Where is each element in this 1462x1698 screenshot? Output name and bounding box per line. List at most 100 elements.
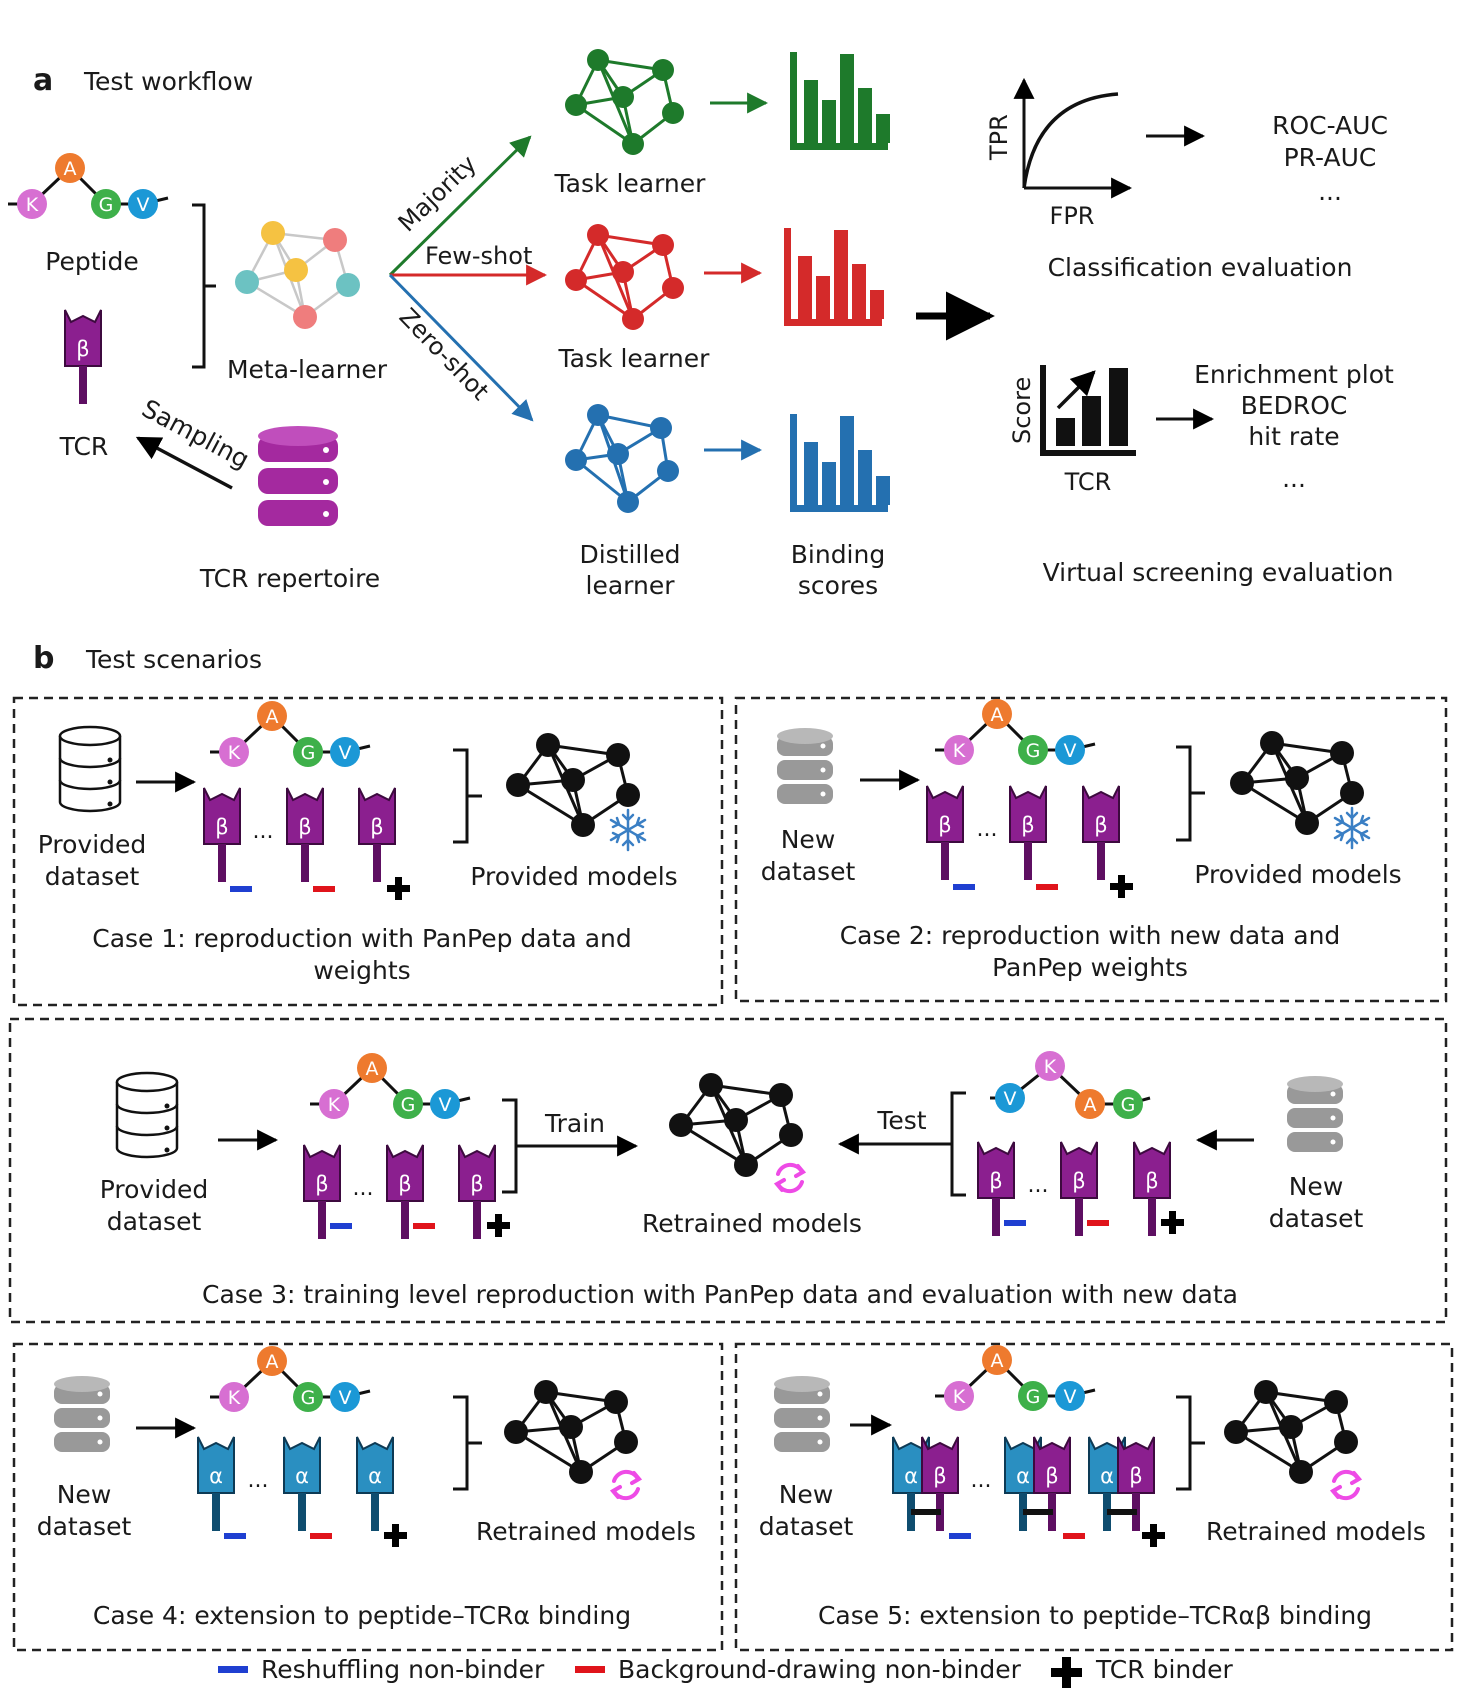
case-2-database-icon xyxy=(777,728,833,804)
roc-metric-2: PR-AUC xyxy=(1284,143,1377,172)
screening-metric-3: hit rate xyxy=(1248,422,1339,451)
case-3-new-line1: New xyxy=(1289,1172,1344,1201)
case-3-provided-line2: dataset xyxy=(107,1207,202,1236)
case-3-test-background-mark xyxy=(1087,1220,1109,1226)
case-3-test-binder-mark xyxy=(1161,1211,1184,1234)
zero-shot-label: Zero-shot xyxy=(394,303,495,406)
case-3-test-bracket xyxy=(950,1091,966,1197)
case-5-retrain-icon xyxy=(1331,1469,1361,1501)
meta-learner-network xyxy=(235,221,360,329)
case-4-caption: Case 4: extension to peptide–TCRα bindin… xyxy=(93,1601,631,1630)
case-1-ellipsis: ... xyxy=(253,819,274,844)
case-1-caption-line1: Case 1: reproduction with PanPep data an… xyxy=(92,924,631,953)
case-3-new-database-icon xyxy=(1287,1076,1343,1152)
few-shot-label: Few-shot xyxy=(425,242,532,270)
case-3-train-bracket xyxy=(502,1098,518,1194)
legend-binder-swatch xyxy=(1051,1657,1082,1688)
distilled-label-2: learner xyxy=(586,571,676,600)
input-bracket xyxy=(192,203,216,369)
task-learner-label-1: Task learner xyxy=(554,169,707,198)
case-3-test-residue-2: K xyxy=(1044,1056,1057,1078)
case-2-box: New dataset ... Provided models Case 2: … xyxy=(734,696,1448,1003)
case-4-peptide-icon xyxy=(208,1344,372,1414)
case-1-model-label: Provided models xyxy=(470,862,677,891)
case-1-tcr-1 xyxy=(203,787,241,883)
case-1-binder-mark xyxy=(387,877,410,900)
case-1-frozen-icon xyxy=(609,808,647,852)
case-3-test-peptide-icon: V K A G xyxy=(990,1051,1151,1119)
case-3-train-binder-mark xyxy=(487,1214,510,1237)
binding-scores-distilled-icon xyxy=(790,414,890,512)
case-3-test-residue-1: V xyxy=(1004,1088,1017,1110)
case-4-dataset-line2: dataset xyxy=(37,1512,132,1541)
case-5-database-icon xyxy=(774,1376,830,1452)
case-1-dataset-line1: Provided xyxy=(38,830,147,859)
case-4-ellipsis: ... xyxy=(248,1468,269,1493)
case-5-caption: Case 5: extension to peptide–TCRαβ bindi… xyxy=(818,1601,1372,1630)
case-1-bracket xyxy=(453,748,482,844)
case-2-binder-mark xyxy=(1110,875,1133,898)
case-1-tcr-3 xyxy=(358,787,396,883)
case-4-network-icon xyxy=(502,1378,640,1486)
screening-caption: Virtual screening evaluation xyxy=(1043,558,1394,587)
panel-a-letter: a xyxy=(33,63,53,98)
case-1-reshuffle-mark xyxy=(230,886,252,892)
case-2-caption-line2: PanPep weights xyxy=(992,953,1188,982)
binding-scores-label-2: scores xyxy=(798,571,878,600)
tcr-repertoire-db-icon xyxy=(258,426,338,526)
task-learner-label-2: Task learner xyxy=(558,344,711,373)
case-3-retrain-icon xyxy=(775,1162,805,1194)
legend-reshuffle-swatch xyxy=(218,1666,248,1673)
case-4-box: New dataset ... Retrained models Case 4:… xyxy=(12,1342,724,1652)
case-3-test-residue-4: G xyxy=(1121,1094,1136,1116)
case-2-tcr-2 xyxy=(1009,785,1047,881)
case-1-dataset-line2: dataset xyxy=(45,862,140,891)
case-5-peptide-icon xyxy=(933,1343,1097,1413)
case-3-test-label: Test xyxy=(876,1106,926,1135)
screening-metric-1: Enrichment plot xyxy=(1194,360,1394,389)
legend-binder-label: TCR binder xyxy=(1095,1655,1233,1684)
case-1-peptide-icon xyxy=(208,699,372,769)
case-5-binder-mark xyxy=(1142,1524,1165,1547)
case-3-caption: Case 3: training level reproduction with… xyxy=(202,1280,1238,1309)
panel-a-title: Test workflow xyxy=(83,67,253,96)
case-2-model-label: Provided models xyxy=(1194,860,1401,889)
case-2-caption-line1: Case 2: reproduction with new data and xyxy=(840,921,1341,950)
roc-metric-3: ... xyxy=(1318,177,1342,206)
case-3-test-reshuffle-mark xyxy=(1004,1220,1026,1226)
case-4-tcr-1 xyxy=(197,1436,235,1532)
meta-learner-label: Meta-learner xyxy=(227,355,388,384)
tcr-icon xyxy=(64,309,102,405)
case-4-dataset-line1: New xyxy=(57,1480,112,1509)
majority-label: Majority xyxy=(393,150,482,237)
case-1-database-icon xyxy=(58,725,122,813)
roc-ylabel: TPR xyxy=(985,114,1013,161)
screening-metric-2: BEDROC xyxy=(1241,391,1348,420)
case-5-tcr-pair-2 xyxy=(1004,1436,1071,1532)
case-2-reshuffle-mark xyxy=(953,884,975,890)
case-3-train-reshuffle-mark xyxy=(330,1223,352,1229)
case-4-tcr-3 xyxy=(356,1436,394,1532)
case-2-dataset-line2: dataset xyxy=(761,857,856,886)
case-4-tcr-2 xyxy=(283,1436,321,1532)
screening-metric-4: ... xyxy=(1282,464,1306,493)
binding-scores-few-shot-icon xyxy=(784,228,884,326)
task-learner-few-shot-network xyxy=(565,224,684,330)
zero-shot-arrow xyxy=(388,273,534,422)
case-3-train-ellipsis: ... xyxy=(353,1176,374,1201)
case-3-test-ellipsis: ... xyxy=(1028,1173,1049,1198)
case-5-tcr-pair-3 xyxy=(1088,1436,1155,1532)
screening-chart-icon xyxy=(1040,365,1136,456)
case-2-peptide-icon xyxy=(933,697,1097,767)
legend-background-label: Background-drawing non-binder xyxy=(618,1655,1022,1684)
case-4-model-label: Retrained models xyxy=(476,1517,696,1546)
case-2-tcr-3 xyxy=(1082,785,1120,881)
sampling-arrow xyxy=(135,436,233,490)
case-4-background-mark xyxy=(310,1533,332,1539)
case-2-tcr-1 xyxy=(926,785,964,881)
case-2-network-icon xyxy=(1228,729,1366,837)
distilled-learner-network xyxy=(565,404,679,513)
case-5-dataset-line2: dataset xyxy=(759,1512,854,1541)
majority-arrow xyxy=(388,135,532,277)
screening-xlabel: TCR xyxy=(1064,468,1112,496)
